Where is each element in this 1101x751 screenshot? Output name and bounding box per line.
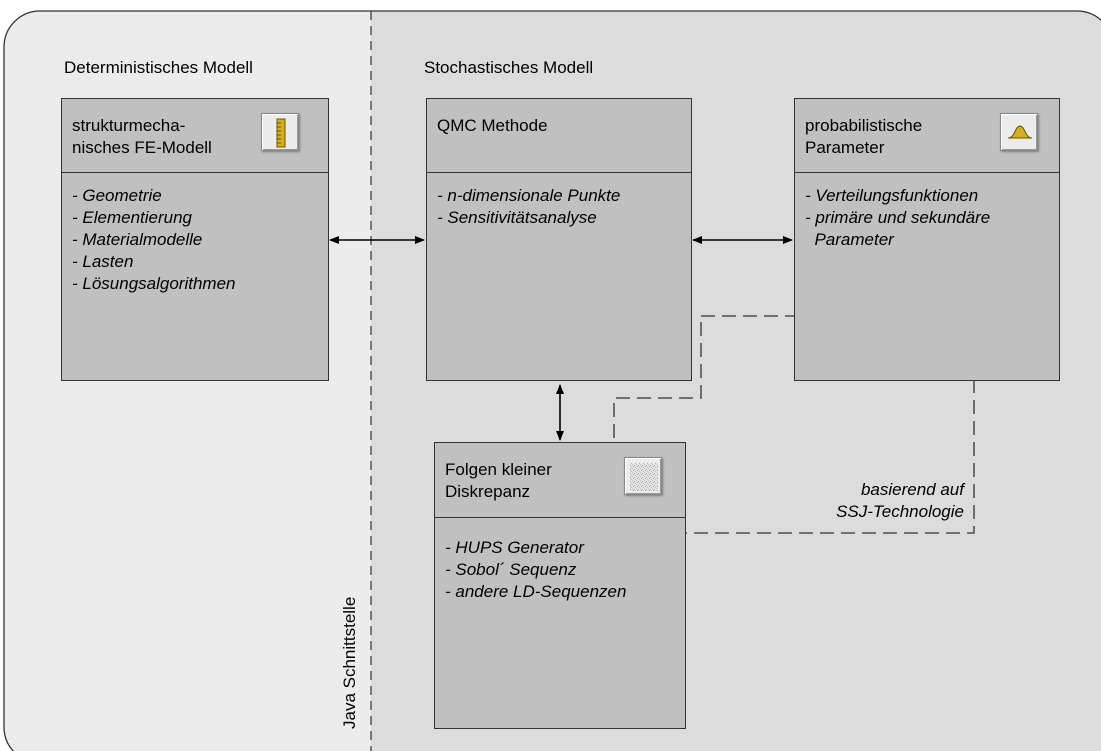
list-item: - Geometrie xyxy=(72,186,162,205)
list-item: - Lasten xyxy=(72,252,134,271)
java-interface-label: Java Schnittstelle xyxy=(340,596,359,729)
ruler-icon xyxy=(261,113,299,151)
list-item: - primäre und sekundäre xyxy=(805,208,991,227)
list-item: - andere LD-Sequenzen xyxy=(445,582,627,601)
deterministic-section-label: Deterministisches Modell xyxy=(64,58,253,77)
list-item: - Elementierung xyxy=(72,208,193,227)
fe-model-item-list: - Geometrie - Elementierung - Materialmo… xyxy=(72,185,235,295)
qmc-method-box-header: QMC Methode xyxy=(427,99,691,173)
fe-model-box-header: strukturmecha- nisches FE-Modell xyxy=(62,99,328,173)
probabilistic-parameters-box-header: probabilistische Parameter xyxy=(795,99,1059,173)
low-discrepancy-title: Folgen kleiner Diskrepanz xyxy=(445,460,552,501)
probabilistic-parameters-box: probabilistische Parameter - Verteilungs… xyxy=(794,98,1060,381)
probabilistic-parameters-item-list: - Verteilungsfunktionen - primäre und se… xyxy=(805,185,990,251)
low-discrepancy-item-list: - HUPS Generator - Sobol´ Sequenz - ande… xyxy=(445,537,626,603)
list-item: - Materialmodelle xyxy=(72,230,203,249)
low-discrepancy-box-header: Folgen kleiner Diskrepanz xyxy=(435,443,685,518)
fe-model-title: strukturmecha- nisches FE-Modell xyxy=(72,116,212,157)
fe-model-box: strukturmecha- nisches FE-Modell - Geome… xyxy=(61,98,329,381)
list-item: - Sobol´ Sequenz xyxy=(445,560,577,579)
note-line: SSJ-Technologie xyxy=(836,502,964,521)
qmc-method-box: QMC Methode - n-dimensionale Punkte - Se… xyxy=(426,98,692,381)
probabilistic-parameters-title: probabilistische Parameter xyxy=(805,116,923,157)
low-discrepancy-box: Folgen kleiner Diskrepanz - HUPS Generat… xyxy=(434,442,686,729)
list-item: - Sensitivitätsanalyse xyxy=(437,208,597,227)
list-item: - Verteilungsfunktionen xyxy=(805,186,979,205)
qmc-method-item-list: - n-dimensionale Punkte - Sensitivitätsa… xyxy=(437,185,620,229)
qmc-method-title: QMC Methode xyxy=(437,116,548,135)
list-item: - Lösungsalgorithmen xyxy=(72,274,236,293)
bell-curve-icon xyxy=(1000,113,1038,151)
note-line: basierend auf xyxy=(860,480,964,499)
list-item: Parameter xyxy=(805,230,894,249)
stochastic-section-label: Stochastisches Modell xyxy=(424,58,594,77)
noise-pattern-icon xyxy=(624,457,662,495)
outer-frame xyxy=(3,10,1101,751)
list-item: - n-dimensionale Punkte xyxy=(437,186,621,205)
ssj-technology-note: basierend auf SSJ-Technologie xyxy=(836,479,964,523)
list-item: - HUPS Generator xyxy=(445,538,584,557)
